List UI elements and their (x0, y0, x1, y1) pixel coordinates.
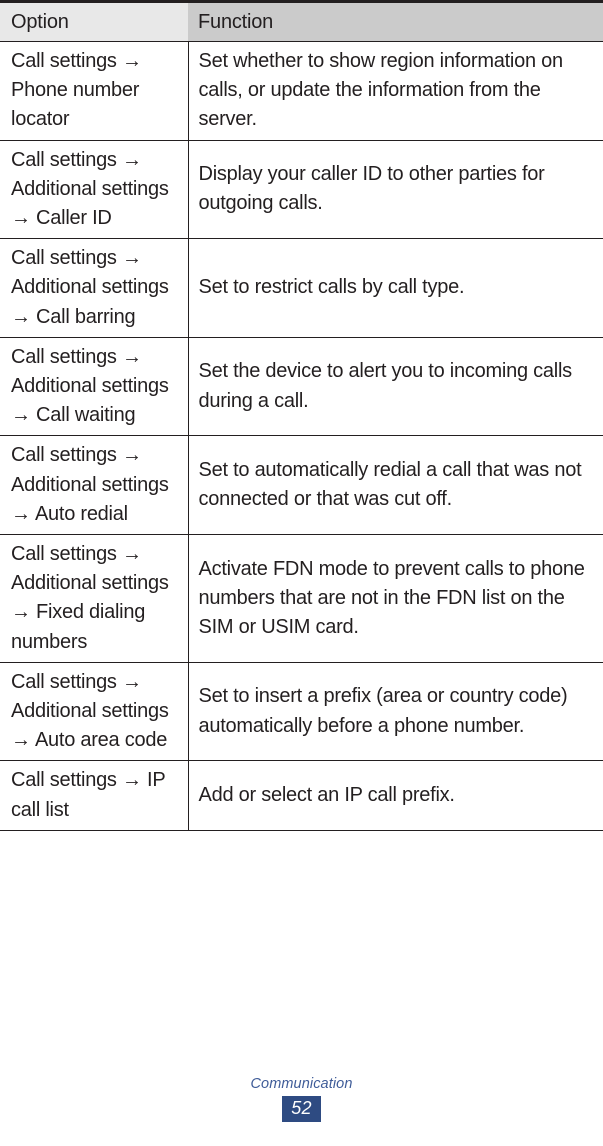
function-cell: Set to automatically redial a call that … (188, 435, 603, 536)
table-row: Call settings → Additional settings → Fi… (0, 534, 603, 663)
table-body: Call settings → Phone number locator Set… (0, 41, 603, 831)
table-row: Call settings → Additional settings → Ca… (0, 337, 603, 437)
option-text: Call settings → Additional settings → Au… (11, 670, 169, 752)
option-cell: Call settings → Additional settings → Ca… (0, 140, 189, 240)
table-row: Call settings → Phone number locator Set… (0, 41, 603, 141)
footer-section-label: Communication (250, 1076, 353, 1092)
function-cell: Set the device to alert you to incoming … (188, 337, 603, 437)
function-text: Add or select an IP call prefix. (198, 784, 455, 807)
table-header: Option Function (0, 0, 603, 42)
column-header-option: Option (0, 0, 188, 42)
column-header-function: Function (188, 0, 603, 42)
function-cell: Set whether to show region information o… (188, 41, 603, 141)
table-row: Call settings → Additional settings → Ca… (0, 238, 603, 338)
call-settings-table: Option Function Call settings → Phone nu… (0, 0, 603, 831)
function-text: Activate FDN mode to prevent calls to ph… (198, 557, 585, 639)
table-row: Call settings → Additional settings → Au… (0, 662, 603, 762)
option-cell: Call settings → Additional settings → Ca… (0, 238, 189, 338)
option-text: Call settings → Additional settings → Ca… (11, 247, 169, 328)
function-text: Display your caller ID to other parties … (198, 163, 545, 215)
function-cell: Display your caller ID to other parties … (188, 140, 603, 240)
option-cell: Call settings → IP call list (0, 760, 189, 831)
function-cell: Add or select an IP call prefix. (188, 760, 603, 831)
function-cell: Activate FDN mode to prevent calls to ph… (188, 534, 603, 663)
function-text: Set to automatically redial a call that … (198, 459, 582, 511)
table-row: Call settings → Additional settings → Au… (0, 435, 603, 536)
table-row: Call settings → Additional settings → Ca… (0, 140, 603, 240)
page-footer: Communication 52 (0, 1076, 603, 1146)
option-text: Call settings → Phone number locator (11, 50, 142, 131)
option-text: Call settings → IP call list (11, 769, 166, 821)
option-cell: Call settings → Additional settings → Fi… (0, 534, 189, 663)
function-text: Set the device to alert you to incoming … (198, 360, 573, 412)
table-header-row: Option Function (0, 0, 603, 42)
option-text: Call settings → Additional settings → Au… (11, 444, 169, 525)
table-row: Call settings → IP call list Add or sele… (0, 760, 603, 831)
option-cell: Call settings → Additional settings → Ca… (0, 337, 189, 437)
function-text: Set to insert a prefix (area or country … (198, 685, 568, 737)
page-number-badge: 52 (282, 1096, 321, 1122)
function-text: Set whether to show region information o… (198, 50, 564, 131)
function-text: Set to restrict calls by call type. (198, 276, 465, 299)
function-cell: Set to restrict calls by call type. (188, 238, 603, 338)
option-cell: Call settings → Phone number locator (0, 41, 189, 141)
option-text: Call settings → Additional settings → Fi… (11, 543, 169, 653)
option-cell: Call settings → Additional settings → Au… (0, 662, 189, 762)
option-text: Call settings → Additional settings → Ca… (11, 345, 169, 427)
function-cell: Set to insert a prefix (area or country … (188, 662, 603, 762)
option-text: Call settings → Additional settings → Ca… (11, 148, 169, 230)
option-cell: Call settings → Additional settings → Au… (0, 435, 189, 536)
